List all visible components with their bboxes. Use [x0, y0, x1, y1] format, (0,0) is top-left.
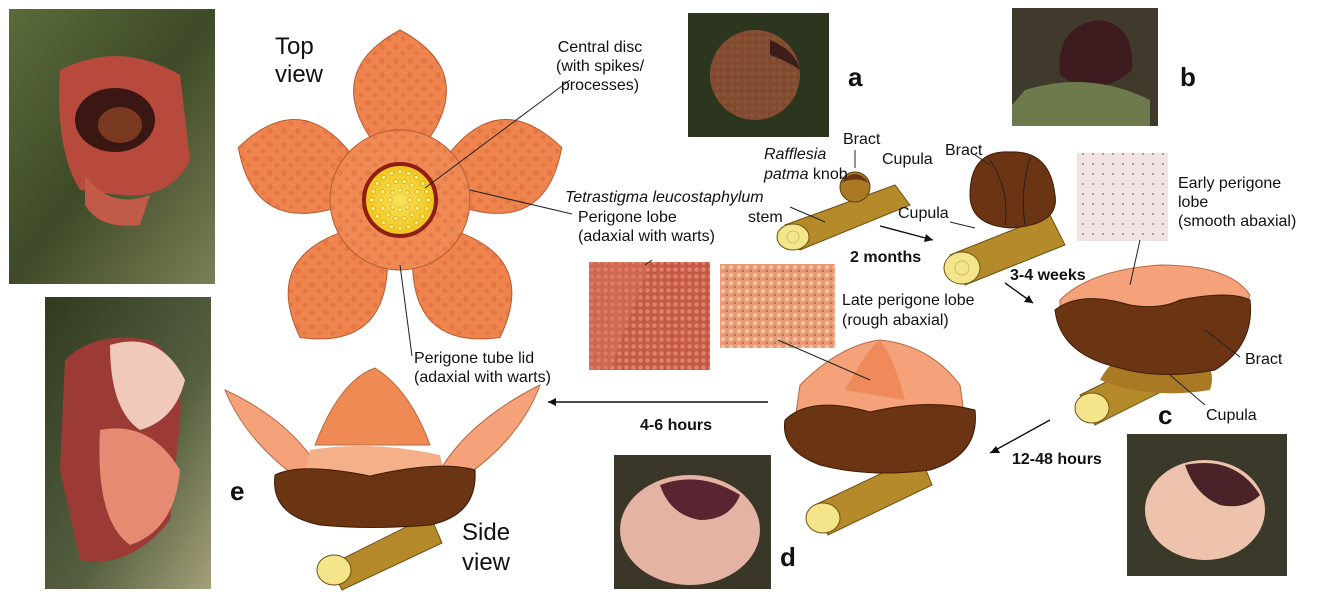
disc-spike	[410, 213, 414, 217]
perigone-lobe-label-1: Perigone lobe	[578, 209, 677, 226]
panel-label-c: c	[1158, 400, 1172, 430]
disc-spike	[381, 175, 385, 179]
disc-spike	[375, 214, 379, 218]
disc-spike	[406, 224, 410, 228]
disc-spike	[389, 171, 393, 175]
central-disc-label-1: Central disc	[558, 39, 642, 56]
disc-spike	[375, 181, 379, 185]
tetrastigma-label-2: stem	[748, 209, 783, 226]
disc-spike	[410, 183, 414, 187]
disc-spike	[386, 213, 390, 217]
bract-label-a: Bract	[843, 131, 881, 148]
photo-side-flower	[45, 297, 211, 589]
photo-rough-texture	[720, 264, 835, 348]
late-perigone-label-1: Late perigone lobe	[842, 292, 975, 309]
disc-spike	[406, 171, 410, 175]
photo-early-perigone-texture	[1077, 153, 1168, 241]
perigone-lobe-label-2: (adaxial with warts)	[578, 228, 715, 245]
disc-spike	[424, 189, 428, 193]
panel-label-e: e	[230, 476, 244, 506]
early-perigone-label-1: Early perigone	[1178, 175, 1281, 192]
top-view-label-1: Top	[275, 33, 314, 60]
disc-spike	[381, 190, 385, 194]
photo-open-flower	[9, 9, 215, 284]
disc-spike	[398, 226, 402, 230]
disc-spike	[386, 183, 390, 187]
stage-a-drawing	[777, 172, 910, 250]
cupula-label-a: Cupula	[882, 151, 933, 168]
bract-label-c: Bract	[1245, 351, 1283, 368]
photo-warty-texture	[589, 262, 710, 370]
duration-d-to-e: 4-6 hours	[640, 417, 712, 434]
cupula-label-b: Cupula	[898, 205, 949, 222]
side-view-label-1: Side	[462, 519, 510, 546]
central-disc	[364, 164, 436, 236]
disc-spike	[420, 214, 424, 218]
photo-stage-a	[688, 13, 829, 137]
duration-a-to-b: 2 months	[850, 249, 921, 266]
disc-spike	[371, 206, 375, 210]
disc-spike	[408, 198, 412, 202]
stage-b-drawing	[944, 152, 1065, 285]
disc-spike	[370, 198, 374, 202]
side-view-label-2: view	[462, 549, 511, 576]
disc-spike	[402, 216, 406, 220]
disc-spike	[389, 224, 393, 228]
cupula-label-c: Cupula	[1206, 407, 1257, 424]
disc-spike	[398, 208, 402, 212]
photo-stage-d	[614, 455, 771, 589]
stage-c-drawing	[1055, 265, 1251, 425]
disc-spike	[388, 198, 392, 202]
early-perigone-label-2: lobe	[1178, 194, 1208, 211]
disc-spike	[381, 206, 385, 210]
top-view-label-2: view	[275, 61, 324, 88]
panel-label-b: b	[1180, 62, 1196, 92]
disc-spike	[398, 188, 402, 192]
perigone-tube-lid-label-1: Perigone tube lid	[414, 350, 534, 367]
disc-spike	[398, 170, 402, 174]
disc-spike	[394, 216, 398, 220]
disc-spike	[415, 190, 419, 194]
disc-spike	[391, 191, 395, 195]
disc-spike	[391, 205, 395, 209]
central-disc-label-2: (with spikes/	[556, 58, 645, 75]
disc-spike	[371, 189, 375, 193]
photo-stage-b	[1012, 8, 1158, 126]
photo-stage-c	[1127, 434, 1287, 576]
disc-spike	[424, 206, 428, 210]
disc-spike	[405, 205, 409, 209]
late-perigone-label-2: (rough abaxial)	[842, 312, 949, 329]
bract-label-b: Bract	[945, 142, 983, 159]
panel-label-a: a	[848, 62, 863, 92]
duration-b-to-c: 3-4 weeks	[1010, 267, 1086, 284]
central-disc-label-3: processes)	[561, 77, 639, 94]
disc-spike	[420, 181, 424, 185]
rafflesia-label-1: Rafflesia	[764, 146, 826, 163]
tetrastigma-label-1: Tetrastigma leucostaphylum	[565, 189, 764, 206]
disc-spike	[426, 198, 430, 202]
stage-d-drawing	[784, 340, 975, 535]
disc-spike	[405, 191, 409, 195]
perigone-tube-lid-label-2: (adaxial with warts)	[414, 369, 551, 386]
disc-spike	[415, 206, 419, 210]
disc-spike	[414, 175, 418, 179]
disc-spike	[402, 179, 406, 183]
rafflesia-label-2: patma knob	[763, 166, 848, 183]
disc-spike	[414, 220, 418, 224]
early-perigone-label-3: (smooth abaxial)	[1178, 213, 1296, 230]
disc-spike	[381, 220, 385, 224]
disc-spike	[379, 198, 383, 202]
panel-label-d: d	[780, 542, 796, 572]
disc-spike	[394, 179, 398, 183]
disc-spike	[417, 198, 421, 202]
petal-warts	[354, 30, 447, 145]
rafflesia-species: patma	[763, 166, 809, 183]
rafflesia-knob: knob	[808, 166, 847, 183]
duration-c-to-d: 12-48 hours	[1012, 451, 1102, 468]
